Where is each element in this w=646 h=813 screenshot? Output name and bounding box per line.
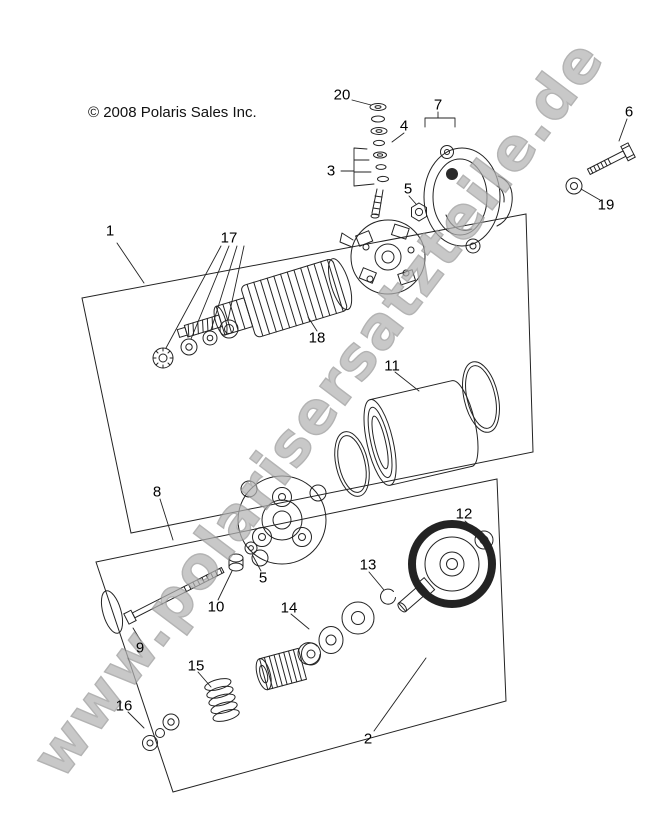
spring-15-drawing [204, 678, 240, 722]
spacer-10-drawing [228, 553, 244, 572]
callout-9: 9 [135, 639, 145, 657]
assembly-box-2 [95, 478, 507, 793]
callout-5b: 5 [258, 569, 268, 587]
leader-lines [116, 99, 628, 732]
callout-7: 7 [433, 96, 443, 114]
callout-1: 1 [105, 222, 115, 240]
brush-plate-drawing [339, 219, 426, 295]
washer-12-drawing [474, 530, 494, 550]
callout-17: 17 [220, 229, 238, 247]
snap-ring-13-drawing [380, 588, 396, 605]
o-ring-right [462, 361, 500, 433]
callout-4: 4 [399, 117, 409, 135]
copyright-notice: © 2008 Polaris Sales Inc. [88, 104, 257, 121]
end-frame-drawing [423, 145, 513, 254]
armature-washer-set [152, 319, 239, 369]
callout-12: 12 [455, 505, 473, 523]
retainer-ring-drawing [297, 642, 321, 666]
gear-housing-drawing [237, 475, 327, 567]
callout-14: 14 [280, 599, 298, 617]
thrust-washer-set [301, 601, 375, 666]
callout-5a: 5 [403, 180, 413, 198]
armature-drawing [176, 258, 353, 338]
shim-drawing [100, 590, 124, 634]
callout-10: 10 [207, 598, 225, 616]
callout-11: 11 [384, 357, 400, 375]
field-frame-drawing [363, 380, 479, 486]
bolt-9-drawing [123, 566, 225, 625]
o-ring-left [334, 431, 370, 497]
assembly-box-1 [81, 213, 534, 534]
callout-16: 16 [115, 697, 133, 715]
washer-16-set [142, 713, 180, 751]
callout-18: 18 [308, 329, 326, 347]
callout-13: 13 [359, 556, 377, 574]
callout-6: 6 [624, 103, 634, 121]
callout-2: 2 [363, 730, 373, 748]
callout-20: 20 [333, 86, 351, 104]
callout-8: 8 [152, 483, 162, 501]
clutch-drum-drawing [255, 647, 308, 691]
bolt-6-drawing [586, 142, 636, 176]
output-gear-drawing [397, 520, 496, 613]
nut-5-drawing [411, 202, 427, 222]
callout-19: 19 [597, 196, 615, 214]
terminal-hardware-stack [369, 103, 389, 219]
washer-5b-drawing [244, 541, 258, 555]
washer-19-drawing [565, 177, 583, 195]
callout-15: 15 [187, 657, 205, 675]
callout-3: 3 [326, 162, 336, 180]
